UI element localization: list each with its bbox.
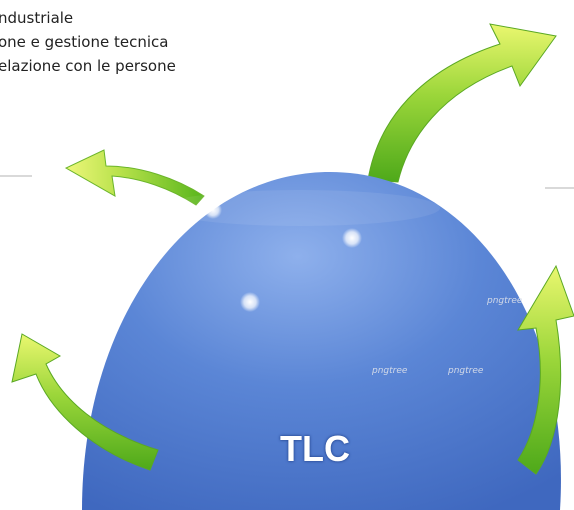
text-line-1: ndustriale: [0, 9, 74, 27]
watermark-3: pngtree: [448, 366, 484, 376]
text-line-2: one e gestione tecnica: [0, 33, 169, 51]
divider-right: [545, 187, 574, 189]
dome: [82, 172, 561, 510]
glint-3: [240, 292, 260, 312]
arrow-left: [64, 149, 205, 206]
arrow-top-right: [367, 23, 557, 183]
watermark-2: pngtree: [372, 366, 408, 376]
arrow-bottom-right: [517, 264, 574, 475]
text-block: ndustriale one e gestione tecnica elazio…: [0, 6, 176, 78]
arrow-bottom-left: [11, 333, 159, 471]
dome-label: TLC: [280, 428, 350, 469]
glint-2: [342, 228, 362, 248]
divider-left: [0, 175, 32, 177]
watermark-1: pngtree: [487, 296, 523, 306]
text-line-3: elazione con le persone: [0, 57, 176, 75]
glint-1: [204, 201, 222, 219]
